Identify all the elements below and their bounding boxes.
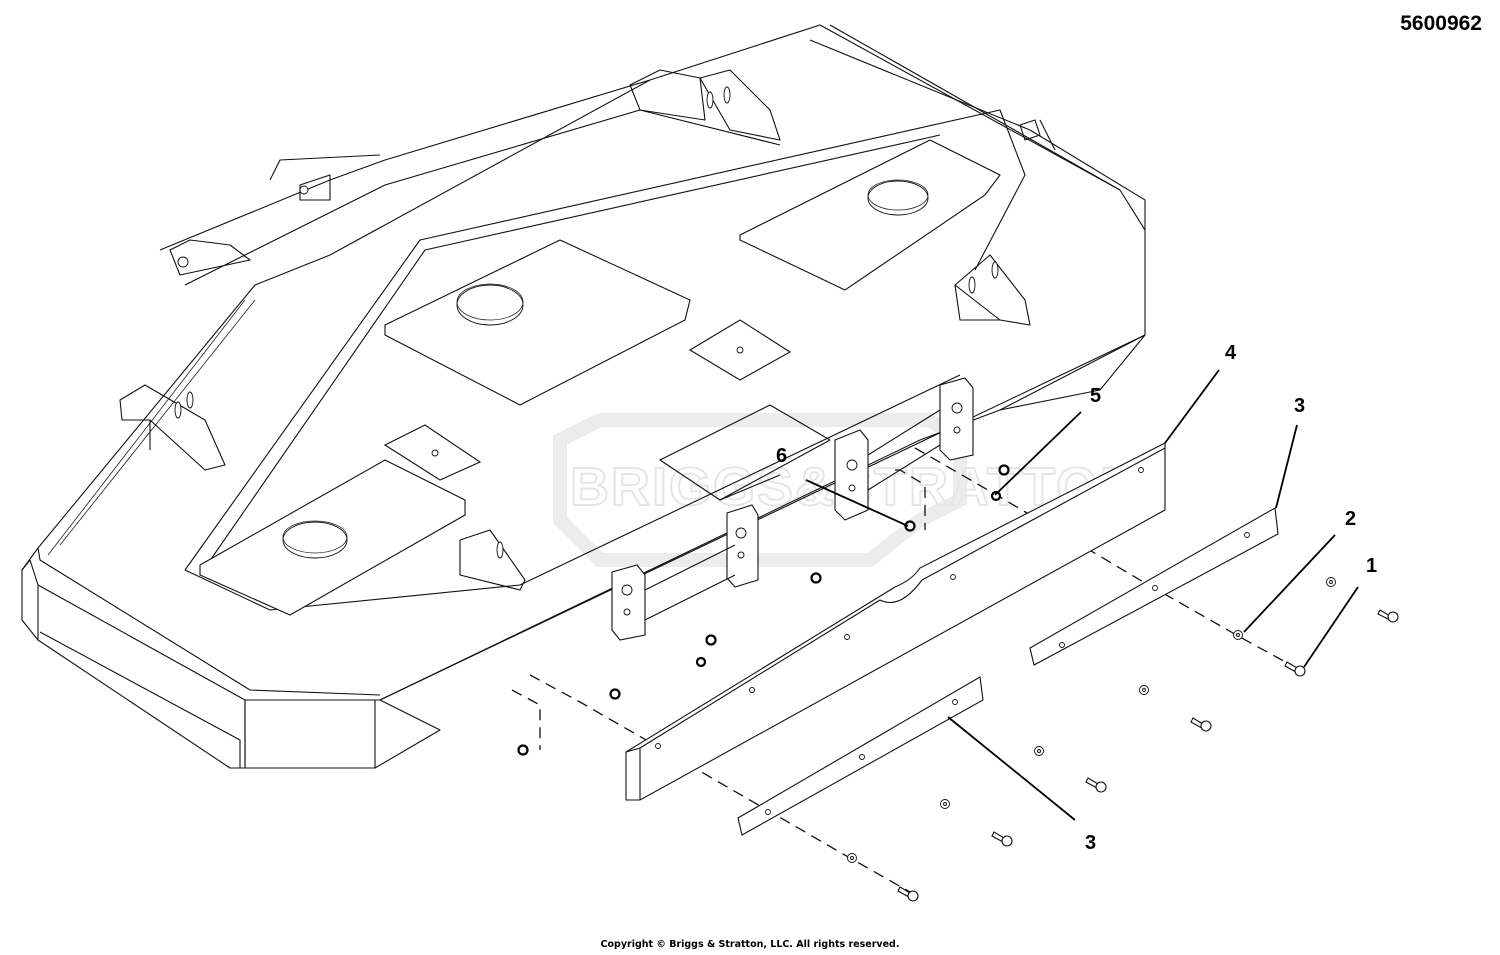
bolt-icon bbox=[1284, 661, 1306, 677]
nut-icon bbox=[810, 572, 822, 584]
nut-icon bbox=[904, 520, 916, 532]
callout-5: 5 bbox=[1090, 385, 1101, 407]
part-4-skirt-plate bbox=[625, 442, 1166, 801]
nut-icon bbox=[695, 656, 707, 668]
bolt-icon bbox=[1377, 609, 1399, 623]
nut-icon bbox=[517, 744, 529, 756]
nut-icon bbox=[609, 688, 621, 700]
nut-icon bbox=[990, 490, 1002, 502]
part-3-strip-lower bbox=[737, 676, 984, 836]
callout-3-lower: 3 bbox=[1085, 832, 1096, 854]
callout-3-upper: 3 bbox=[1294, 395, 1305, 417]
nut-icon bbox=[705, 634, 717, 646]
copyright-notice: Copyright © Briggs & Stratton, LLC. All … bbox=[600, 939, 900, 950]
callouts: 1 2 3 3 4 5 6 bbox=[776, 342, 1377, 854]
part-3-strip-upper bbox=[1029, 507, 1279, 666]
hardware-washers bbox=[847, 577, 1336, 863]
hardware-bolts bbox=[897, 609, 1399, 902]
mower-deck bbox=[21, 24, 1146, 769]
bolt-icon bbox=[991, 831, 1013, 847]
bolt-icon bbox=[1190, 717, 1212, 732]
callout-6: 6 bbox=[776, 445, 787, 467]
callout-1: 1 bbox=[1366, 555, 1377, 577]
callout-2: 2 bbox=[1345, 508, 1356, 530]
bolt-icon bbox=[1085, 777, 1107, 793]
callout-4: 4 bbox=[1225, 342, 1237, 364]
bolt-icon bbox=[897, 886, 919, 902]
hardware-nuts bbox=[517, 464, 1010, 756]
diagram-number: 5600962 bbox=[1400, 12, 1482, 35]
nut-icon bbox=[998, 464, 1010, 476]
